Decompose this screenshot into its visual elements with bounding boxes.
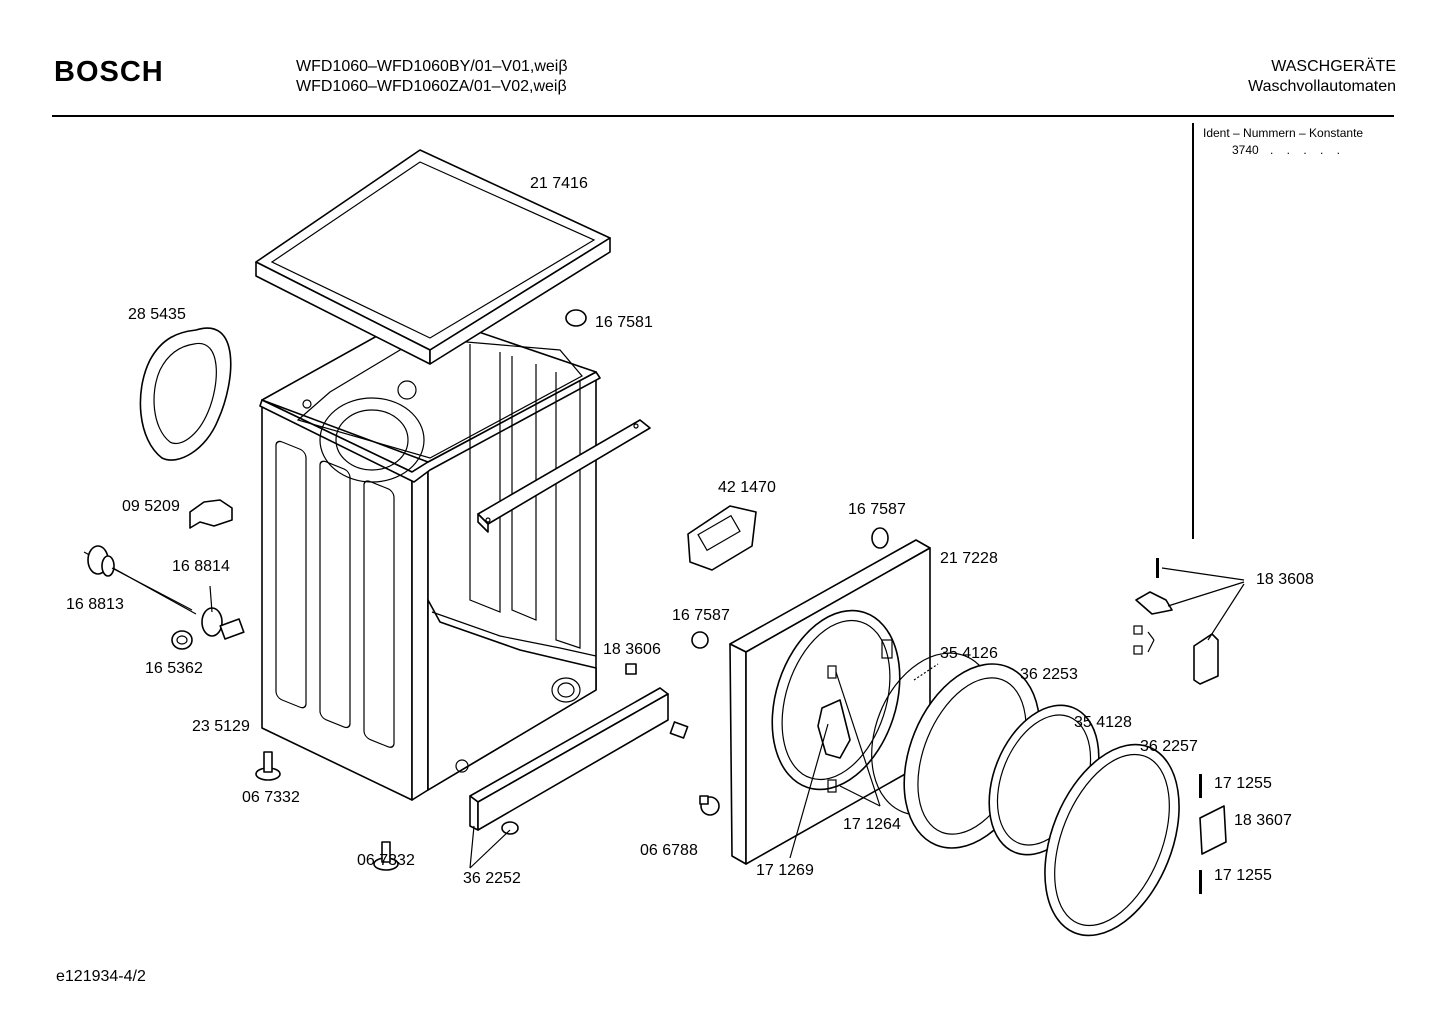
category-title: WASCHGERÄTE	[1271, 58, 1396, 75]
part-label: 17 1255	[1214, 867, 1272, 884]
part-label: 16 7581	[595, 314, 653, 331]
model-line-1: WFD1060–WFD1060BY/01–V01,weiβ	[296, 58, 568, 75]
front-panel	[729, 539, 931, 865]
part-label: 06 6788	[640, 842, 698, 859]
header-divider	[52, 115, 1394, 117]
part-label: 28 5435	[128, 306, 186, 323]
part-label: 16 8814	[172, 558, 230, 575]
cross-brace	[477, 419, 651, 533]
part-label: 35 4126	[940, 645, 998, 662]
ident-divider	[1192, 123, 1194, 539]
door-rings	[871, 652, 1180, 937]
part-label: 17 1269	[756, 862, 814, 879]
ident-title: Ident – Nummern – Konstante	[1203, 126, 1364, 140]
part-label: 21 7228	[940, 550, 998, 567]
drawing-id: e121934-4/2	[56, 968, 146, 985]
door-lock	[565, 309, 889, 649]
ident-dots: . . . . .	[1270, 143, 1346, 157]
leader-lines	[209, 567, 1245, 869]
part-label: 23 5129	[192, 718, 250, 735]
ident-value: 3740	[1232, 143, 1259, 157]
part-label: 35 4128	[1074, 714, 1132, 731]
part-label: 16 5362	[145, 660, 203, 677]
small-parts-left	[83, 499, 245, 650]
part-label: 18 3608	[1256, 571, 1314, 588]
plinth-panel	[469, 663, 689, 835]
worktop-lid	[255, 149, 611, 365]
part-label: 06 7332	[357, 852, 415, 869]
part-label: 18 3607	[1234, 812, 1292, 829]
part-label: 16 7587	[848, 501, 906, 518]
feet-screws	[255, 751, 720, 871]
part-label: 17 1264	[843, 816, 901, 833]
part-label: 36 2253	[1020, 666, 1078, 683]
category-subtitle: Waschvollautomaten	[1248, 78, 1396, 95]
part-label: 17 1255	[1214, 775, 1272, 792]
door-gasket	[139, 327, 232, 461]
cabinet-housing	[259, 311, 601, 801]
brand-logo: BOSCH	[54, 56, 164, 88]
part-label: 09 5209	[122, 498, 180, 515]
part-label: 36 2257	[1140, 738, 1198, 755]
part-label: 36 2252	[463, 870, 521, 887]
part-label: 06 7332	[242, 789, 300, 806]
part-labels: 21 7416 16 7581 28 5435 09 5209 16 8814 …	[66, 175, 1314, 887]
part-label: 21 7416	[530, 175, 588, 192]
part-label: 16 7587	[672, 607, 730, 624]
part-label: 18 3606	[603, 641, 661, 658]
part-label: 16 8813	[66, 596, 124, 613]
part-label: 42 1470	[718, 479, 776, 496]
model-line-2: WFD1060–WFD1060ZA/01–V02,weiβ	[296, 78, 567, 95]
hinge-parts	[1133, 558, 1227, 894]
